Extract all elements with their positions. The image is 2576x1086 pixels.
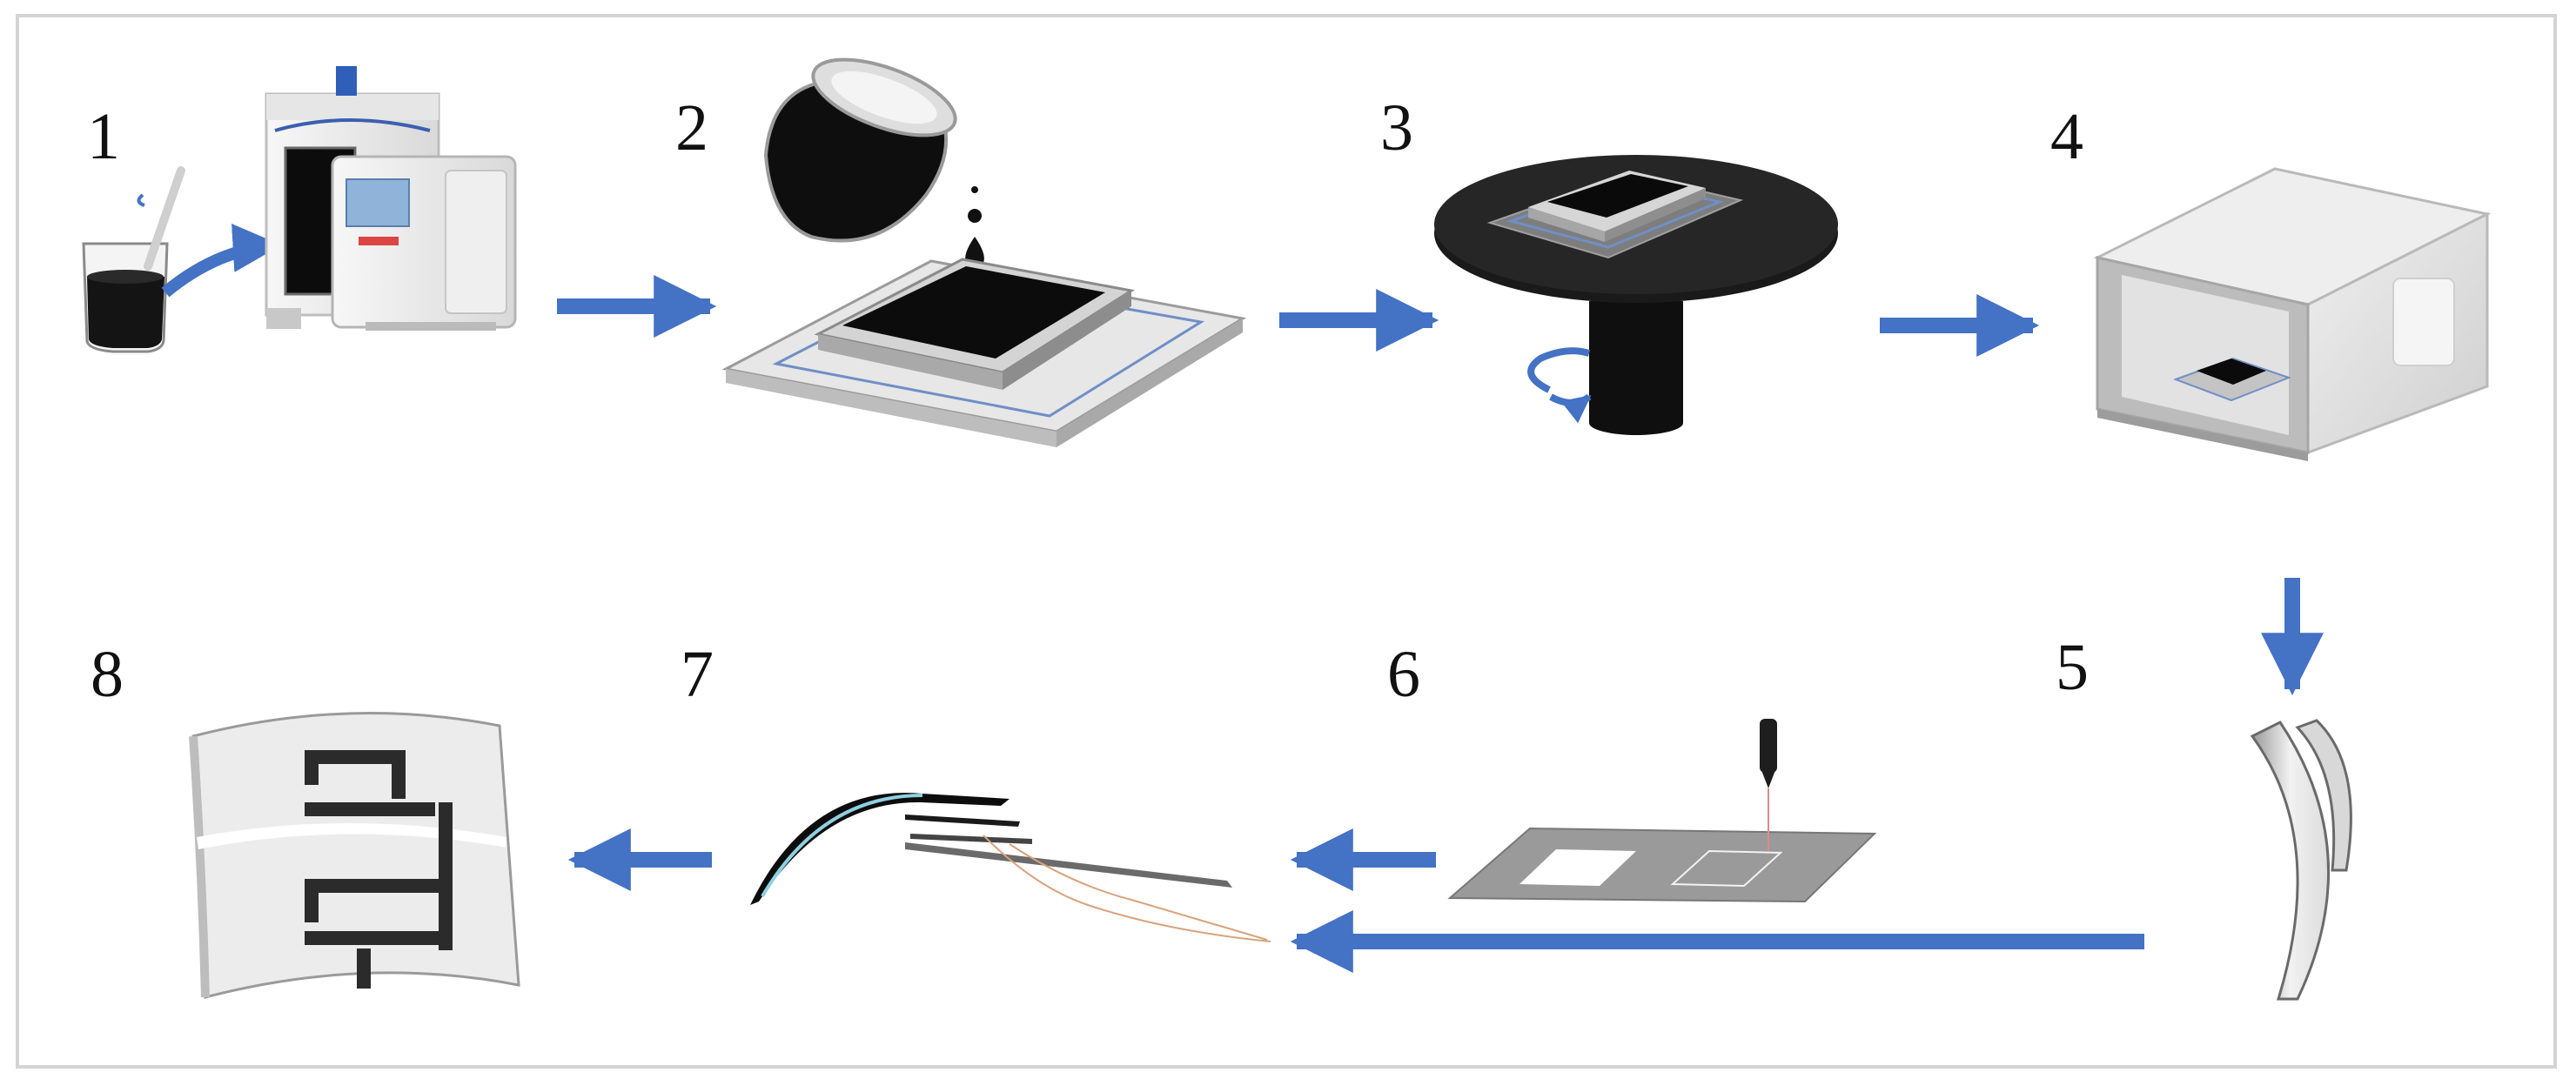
ultrasonic-processor-icon <box>265 66 517 331</box>
step-number-3: 3 <box>1380 91 1413 164</box>
step-3-spin-coating <box>1434 155 1838 435</box>
wire-icon <box>983 835 1271 942</box>
ink-drops-icon <box>965 186 984 269</box>
step-1-ultrasonic-dispersion <box>82 66 517 353</box>
step-7-electrode-assembly <box>750 793 1271 942</box>
step-number-8: 8 <box>91 638 124 711</box>
step-number-2: 2 <box>675 91 708 164</box>
step-6-laser-patterning <box>1447 719 1877 903</box>
spin-coater-icon <box>1434 155 1838 435</box>
step-number-5: 5 <box>2056 631 2089 704</box>
transfer-arrow <box>161 224 282 298</box>
oven-icon <box>2093 167 2492 461</box>
laser-head-icon <box>1760 719 1777 851</box>
step-8-finished-sensor <box>189 712 520 999</box>
step-4-drying-oven <box>2093 167 2492 461</box>
substrate-with-film-icon <box>721 258 1247 447</box>
step-number-4: 4 <box>2050 100 2083 173</box>
step-number-1: 1 <box>87 100 120 173</box>
electrode-strip-icon <box>905 842 1232 888</box>
flow-arrows <box>557 275 2324 973</box>
step-number-7: 7 <box>681 638 714 711</box>
step-2-ink-casting <box>721 57 1247 447</box>
step-5-peeled-curved-film <box>2250 719 2352 1001</box>
interdigitated-sensor-icon <box>189 712 520 999</box>
diagram-frame <box>16 14 2557 1069</box>
patterned-sheet-icon <box>1447 827 1877 903</box>
beaker-icon <box>82 166 185 353</box>
curved-film-icon <box>2250 721 2330 1001</box>
step-number-6: 6 <box>1387 638 1420 711</box>
pouring-cup-icon <box>763 57 957 243</box>
bent-film-icon <box>750 793 1010 905</box>
